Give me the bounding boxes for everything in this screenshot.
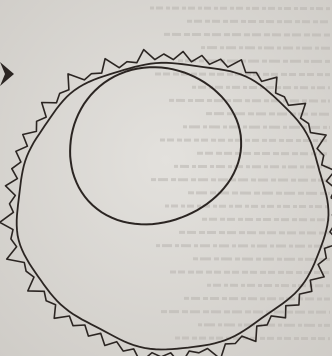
bleed-text-line (164, 34, 330, 35)
bleed-text-line (179, 232, 330, 233)
bleed-text-line (178, 61, 330, 62)
bleed-text-line (161, 312, 330, 313)
bleed-text-line (165, 206, 330, 207)
bleed-text-line (156, 246, 330, 247)
bleed-text-line (201, 48, 330, 49)
bleed-text-line (202, 219, 330, 220)
bleed-text-line (150, 8, 330, 9)
